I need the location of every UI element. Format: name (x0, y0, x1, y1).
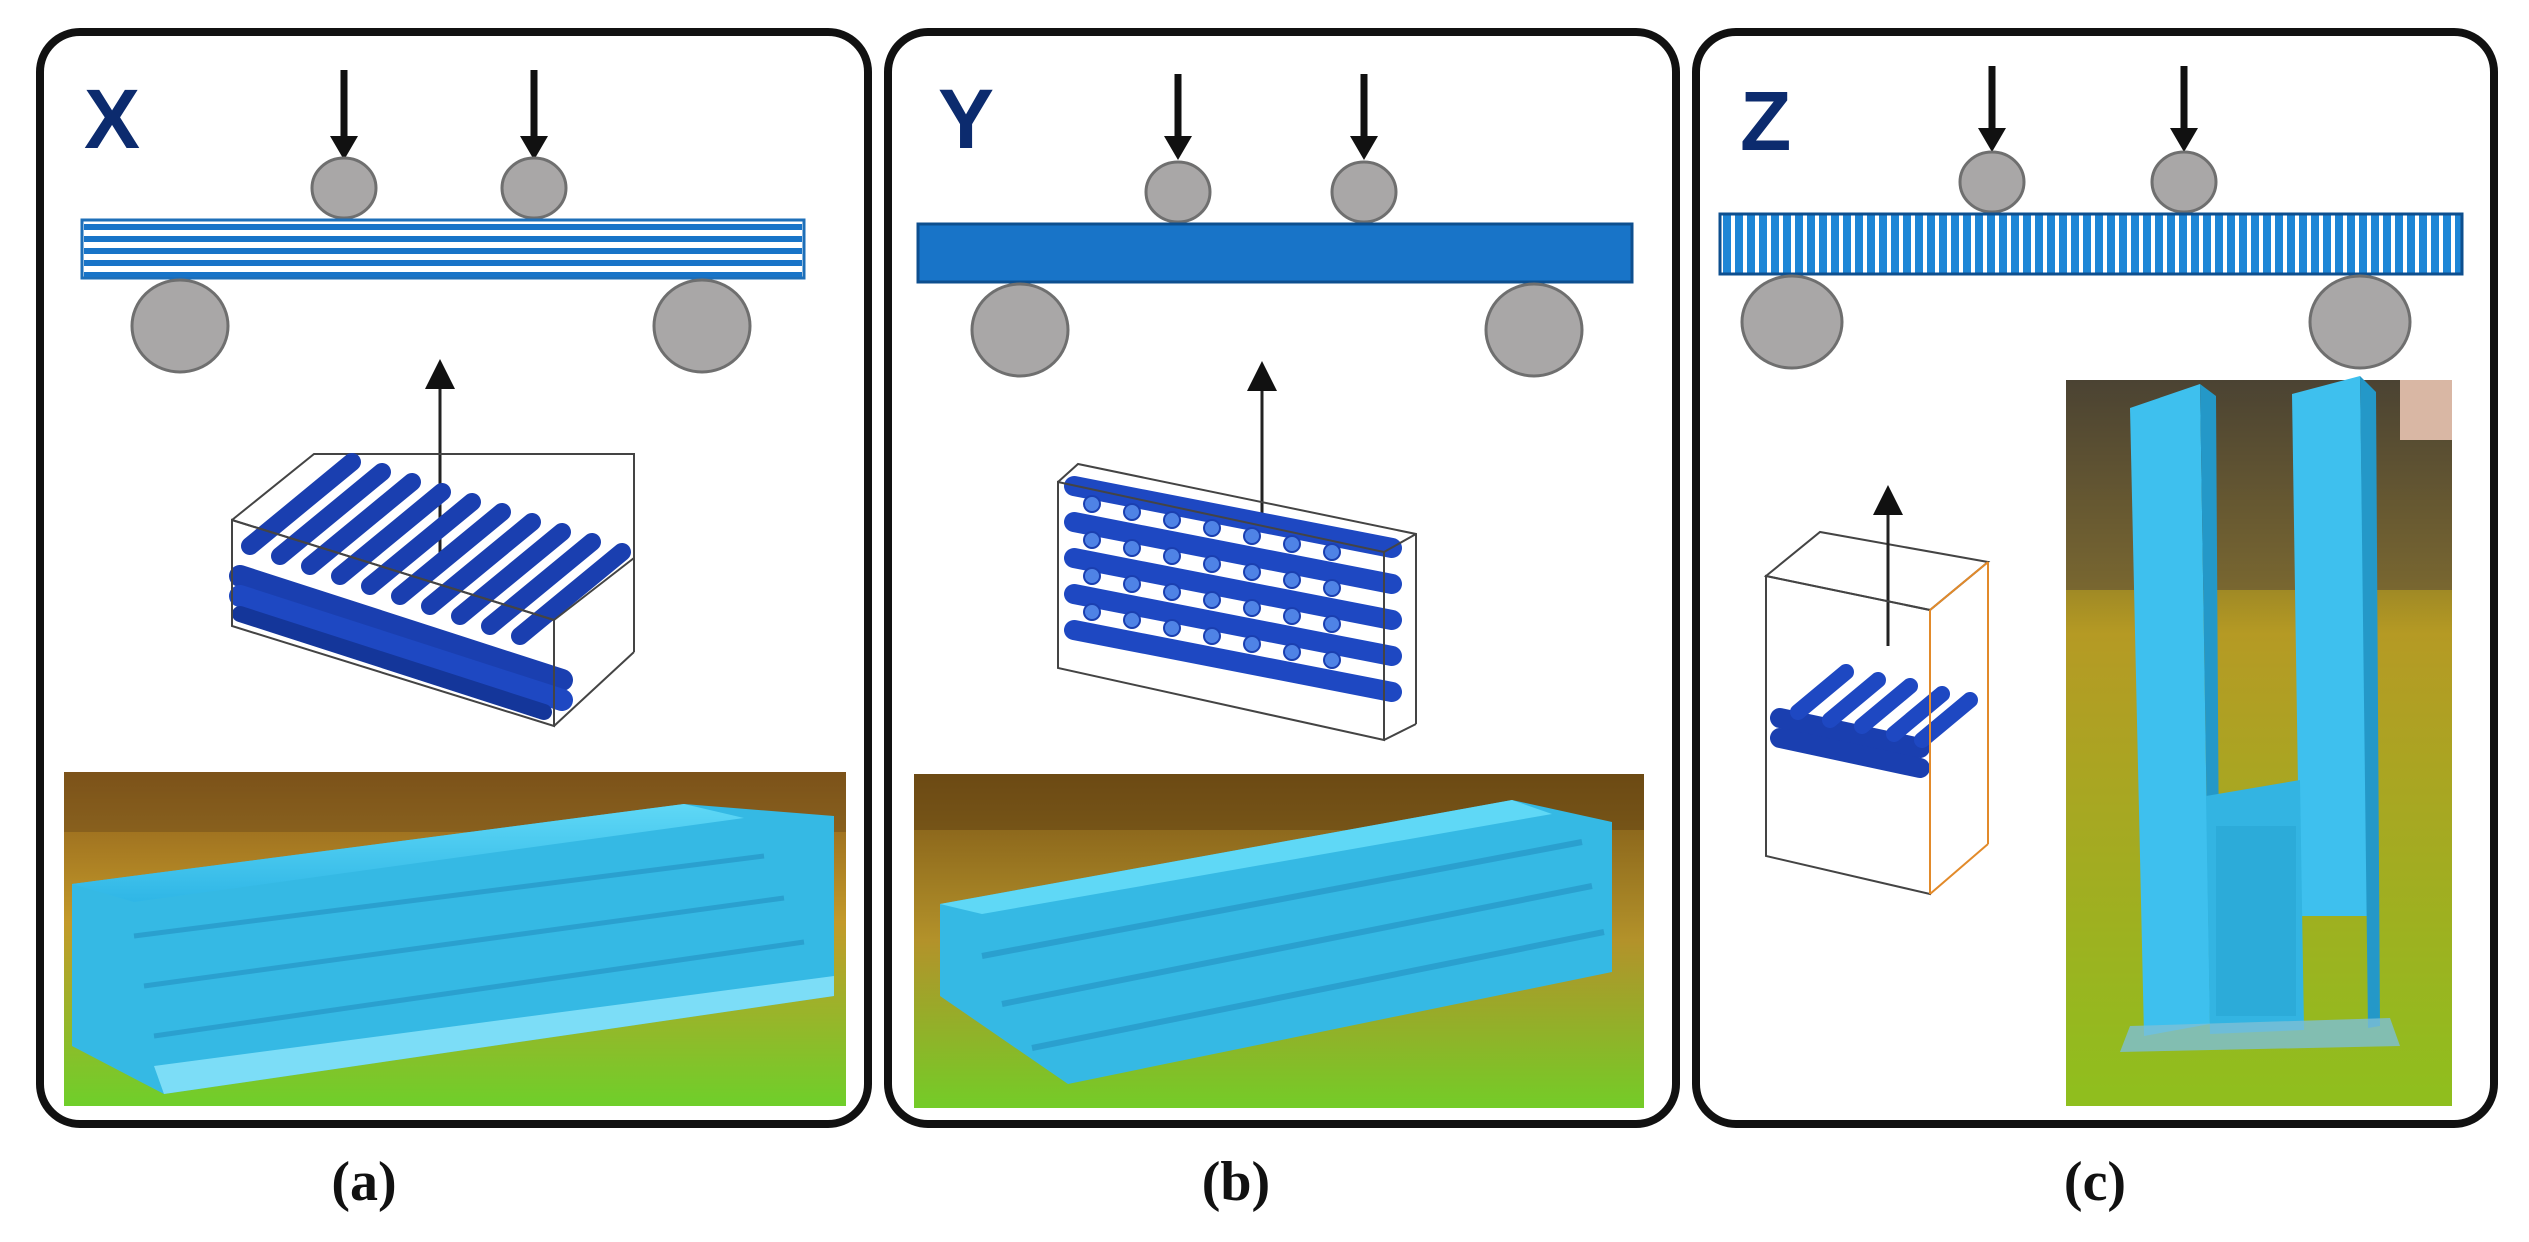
axis-label-x: X (84, 72, 140, 166)
load-roller-left (1958, 150, 2026, 214)
beam-specimen (1718, 212, 2464, 276)
axis-label-z: Z (1740, 74, 1791, 168)
panel-x-orientation: X (36, 28, 872, 1128)
support-roller-right (652, 278, 752, 374)
support-roller-left (970, 282, 1070, 378)
load-arrows (330, 70, 548, 160)
support-roller-left (1740, 274, 1844, 370)
beam-specimen (80, 218, 806, 280)
printed-specimen-photo-y (914, 774, 1644, 1108)
load-arrows (1164, 74, 1378, 160)
printed-specimen-photo-z (2066, 376, 2452, 1106)
load-roller-right (2150, 150, 2218, 214)
panel-y-drawing: Y (914, 72, 1644, 1108)
beam-specimen (916, 222, 1634, 284)
filament-orientation-diagram (1057, 361, 1417, 742)
load-arrows (1978, 66, 2198, 152)
panel-z-drawing: Z (1718, 66, 2464, 1106)
caption-c: (c) (2063, 1151, 2127, 1213)
caption-b: (b) (1201, 1151, 1271, 1213)
load-roller-left (1144, 160, 1212, 224)
load-roller-left (310, 156, 378, 220)
panel-x-drawing: X (64, 70, 846, 1106)
axis-label-y: Y (938, 72, 994, 166)
support-roller-left (130, 278, 230, 374)
load-roller-right (1330, 160, 1398, 224)
support-roller-right (2308, 274, 2412, 370)
panel-y-orientation: Y (884, 28, 1680, 1128)
support-roller-right (1484, 282, 1584, 378)
printed-specimen-photo-x (64, 772, 846, 1106)
panel-z-orientation: Z (1692, 28, 2498, 1128)
load-roller-right (500, 156, 568, 220)
filament-orientation-diagram (229, 359, 635, 728)
caption-a: (a) (331, 1151, 397, 1213)
filament-orientation-diagram (1763, 485, 1991, 896)
